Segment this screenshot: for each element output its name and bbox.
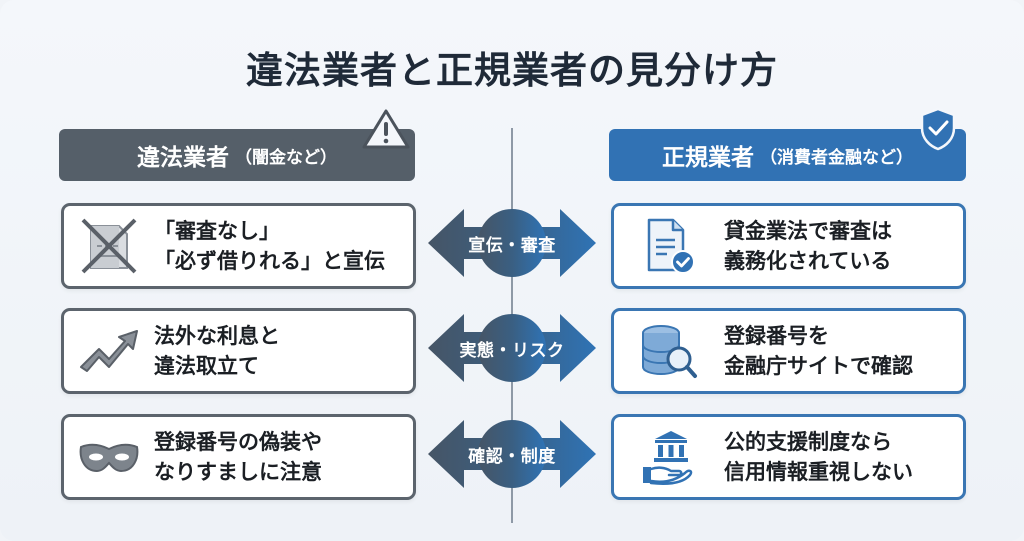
- document-check-icon: [614, 216, 724, 276]
- illegal-lender-header: 違法業者 （闇金など）: [59, 129, 415, 181]
- connector-label: 確認・制度: [468, 446, 556, 467]
- legal-lender-header-subtitle: （消費者金融など）: [760, 147, 913, 168]
- card-line: 登録番号を: [724, 324, 829, 348]
- card-line: 金融庁サイトで確認: [724, 354, 913, 378]
- connector-verification-system: 確認・制度: [428, 414, 596, 494]
- double-arrow-icon: [428, 209, 596, 277]
- card-line: なりすましに注意: [154, 460, 322, 484]
- card-line: 「審査なし」: [154, 219, 280, 243]
- card-line: 登録番号の偽装や: [154, 430, 322, 454]
- illegal-card-text: 登録番号の偽装や なりすましに注意: [154, 427, 322, 487]
- card-line: 公的支援制度なら: [724, 430, 892, 454]
- illegal-card-risk: 法外な利息と 違法取立て: [61, 308, 416, 394]
- connector-label: 実態・リスク: [459, 340, 565, 361]
- illegal-card-impersonation: 登録番号の偽装や なりすましに注意: [61, 414, 416, 500]
- shield-check-icon: [918, 106, 958, 156]
- legal-card-public-support: 公的支援制度なら 信用情報重視しない: [611, 414, 966, 500]
- legal-card-review: 貸金業法で審査は 義務化されている: [611, 203, 966, 289]
- trend-up-arrow-icon: [64, 323, 154, 379]
- double-arrow-icon: [428, 314, 596, 382]
- card-line: 義務化されている: [724, 249, 892, 273]
- bank-hand-icon: [614, 427, 724, 487]
- warning-triangle-icon: [361, 108, 411, 154]
- illegal-card-text: 法外な利息と 違法取立て: [154, 321, 280, 381]
- connector-reality-risk: 実態・リスク: [428, 308, 596, 388]
- mask-icon: [64, 437, 154, 477]
- double-arrow-icon: [428, 420, 596, 488]
- legal-card-registration: 登録番号を 金融庁サイトで確認: [611, 308, 966, 394]
- card-line: 違法取立て: [154, 354, 259, 378]
- legal-card-text: 貸金業法で審査は 義務化されている: [724, 216, 892, 276]
- illegal-card-text: 「審査なし」 「必ず借りれる」と宣伝: [154, 216, 385, 276]
- legal-lender-header: 正規業者 （消費者金融など）: [609, 129, 966, 181]
- card-line: 信用情報重視しない: [724, 460, 913, 484]
- connector-label: 宣伝・審査: [468, 235, 556, 256]
- card-line: 貸金業法で審査は: [724, 219, 892, 243]
- illegal-lender-header-subtitle: （闇金など）: [235, 147, 337, 168]
- illegal-card-advertising: 「審査なし」 「必ず借りれる」と宣伝: [61, 203, 416, 289]
- connector-advertising-review: 宣伝・審査: [428, 203, 596, 283]
- card-line: 「必ず借りれる」と宣伝: [154, 249, 385, 273]
- crossed-document-icon: [64, 216, 154, 276]
- legal-card-text: 登録番号を 金融庁サイトで確認: [724, 321, 913, 381]
- legal-lender-header-title: 正規業者: [662, 145, 754, 171]
- card-line: 法外な利息と: [154, 324, 280, 348]
- database-search-icon: [614, 321, 724, 381]
- illegal-lender-header-title: 違法業者: [137, 145, 229, 171]
- page-title: 違法業者と正規業者の見分け方: [246, 49, 778, 92]
- legal-card-text: 公的支援制度なら 信用情報重視しない: [724, 427, 913, 487]
